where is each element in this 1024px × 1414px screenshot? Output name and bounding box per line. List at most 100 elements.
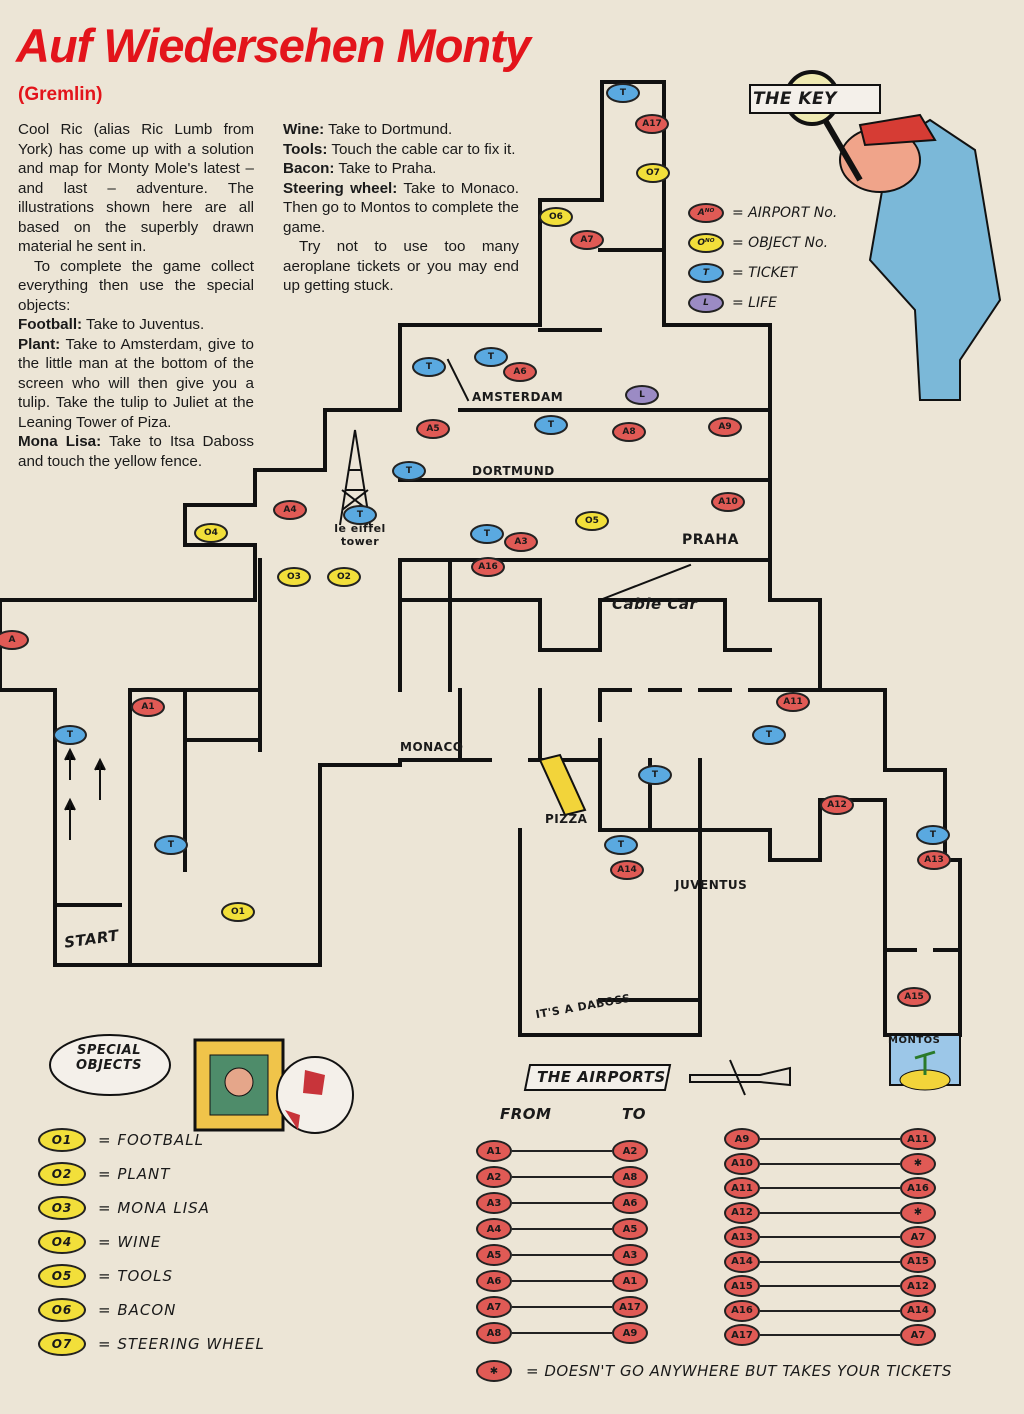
to-airport: A1: [612, 1270, 648, 1292]
airport-route: A13 A7: [724, 1226, 936, 1248]
airport-route: A10✱: [724, 1152, 936, 1175]
ticket-marker: T: [412, 357, 446, 377]
football-icon: [276, 1056, 354, 1134]
life-marker-icon: L: [688, 293, 724, 313]
object-marker: O1: [221, 902, 255, 922]
airport-marker: A9: [708, 417, 742, 437]
key-label: = LIFE: [732, 295, 778, 311]
from-airport: A4: [476, 1218, 512, 1240]
place-juventus: JUVENTUS: [675, 878, 748, 892]
ticket-marker-icon: T: [688, 263, 724, 283]
from-airport: A17: [724, 1324, 760, 1346]
to-airport: A2: [612, 1140, 648, 1162]
to-airport: A9: [612, 1322, 648, 1344]
place-montos: MONTOS: [888, 1035, 941, 1046]
from-airport: A6: [476, 1270, 512, 1292]
object-marker: O2: [327, 567, 361, 587]
to-airport: A14: [900, 1299, 936, 1322]
warning-paragraph: Try not to use too many aeroplane ticket…: [283, 238, 519, 294]
object-marker: O6: [539, 207, 573, 227]
from-airport: A15: [724, 1275, 760, 1297]
object-tip: Bacon: Take to Praha.: [283, 160, 437, 177]
airport-route: A5 A3: [476, 1244, 648, 1266]
ticket-marker: T: [534, 415, 568, 435]
to-airport: A7: [900, 1324, 936, 1346]
object-marker: O4: [38, 1230, 86, 1254]
airplane-icon: [689, 1059, 791, 1096]
to-airport: A5: [612, 1218, 648, 1240]
special-objects-bubble: SPECIAL OBJECTS: [76, 1043, 142, 1073]
route-line: [760, 1138, 900, 1140]
route-line: [760, 1309, 900, 1312]
route-line: [760, 1334, 900, 1336]
route-line: [512, 1228, 612, 1230]
airport-marker: A4: [273, 500, 307, 520]
publisher: (Gremlin): [18, 84, 103, 105]
place-dortmund: DORTMUND: [472, 464, 555, 478]
key-item: Oᴺᴼ= OBJECT No.: [688, 233, 828, 253]
airport-note: ✱ = DOESN'T GO ANYWHERE BUT TAKES YOUR T…: [476, 1360, 952, 1382]
from-airport: A9: [724, 1128, 760, 1150]
airport-marker: A3: [504, 532, 538, 552]
object-name: = STEERING WHEEL: [98, 1335, 265, 1353]
place-pizza: PIZZA: [545, 812, 588, 826]
mona-lisa-picture-icon: [193, 1038, 285, 1132]
montos-island-icon: [889, 1034, 961, 1091]
route-line: [760, 1187, 900, 1189]
airport-route: A4 A5: [476, 1218, 648, 1240]
key-item: Aᴺᴼ= AIRPORT No.: [688, 203, 837, 223]
place-monaco: MONACO: [400, 740, 464, 754]
airport-marker: A8: [612, 422, 646, 442]
object-name: = MONA LISA: [98, 1199, 210, 1217]
special-object-item: O6= BACON: [38, 1298, 176, 1322]
from-airport: A10: [724, 1152, 760, 1175]
to-label: TO: [622, 1105, 646, 1123]
to-airport: A12: [900, 1275, 936, 1297]
special-object-item: O5= TOOLS: [38, 1264, 173, 1288]
from-airport: A13: [724, 1226, 760, 1248]
from-airport: A5: [476, 1244, 512, 1266]
route-line: [760, 1162, 900, 1165]
airports-banner: THE AIRPORTS: [537, 1068, 666, 1086]
object-name: = WINE: [98, 1233, 162, 1251]
object-marker: O4: [194, 523, 228, 543]
object-marker: O1: [38, 1128, 86, 1152]
object-tip: Mona Lisa: Take to Itsa Daboss and touch…: [18, 433, 255, 470]
object-tip: Football: Take to Juventus.: [18, 316, 205, 333]
to-airport: A15: [900, 1250, 936, 1273]
from-airport: A16: [724, 1299, 760, 1322]
life-marker: L: [625, 385, 659, 405]
text-column-left: Cool Ric (alias Ric Lumb from York) has …: [18, 120, 254, 471]
object-marker: O2: [38, 1162, 86, 1186]
key-item: L = LIFE: [688, 293, 777, 313]
airport-marker-icon: Aᴺᴼ: [688, 203, 724, 223]
from-airport: A7: [476, 1296, 512, 1318]
to-airport: A3: [612, 1244, 648, 1266]
dead-airport-icon: ✱: [476, 1360, 512, 1382]
special-object-item: O1= FOOTBALL: [38, 1128, 204, 1152]
ticket-marker: T: [474, 347, 508, 367]
route-line: [512, 1202, 612, 1204]
place-amsterdam: AMSTERDAM: [472, 390, 564, 404]
airport-marker: A11: [776, 692, 810, 712]
from-label: FROM: [500, 1105, 552, 1123]
route-line: [760, 1285, 900, 1287]
object-tip: Plant: Take to Amsterdam, give to the li…: [18, 335, 254, 431]
arrow-up-icon: [64, 747, 106, 840]
ticket-marker: T: [53, 725, 87, 745]
place-eiffel-tower: le eiffel tower: [334, 522, 386, 548]
object-tip: Steering wheel: Take to Monaco. Then go …: [283, 179, 519, 236]
to-airport: A7: [900, 1226, 936, 1248]
from-airport: A2: [476, 1166, 512, 1188]
ticket-marker: T: [392, 461, 426, 481]
airport-marker: A5: [416, 419, 450, 439]
special-object-item: O2= PLANT: [38, 1162, 170, 1186]
object-tip: Wine: Take to Dortmund.: [283, 121, 453, 138]
to-airport: ✱: [900, 1201, 936, 1224]
